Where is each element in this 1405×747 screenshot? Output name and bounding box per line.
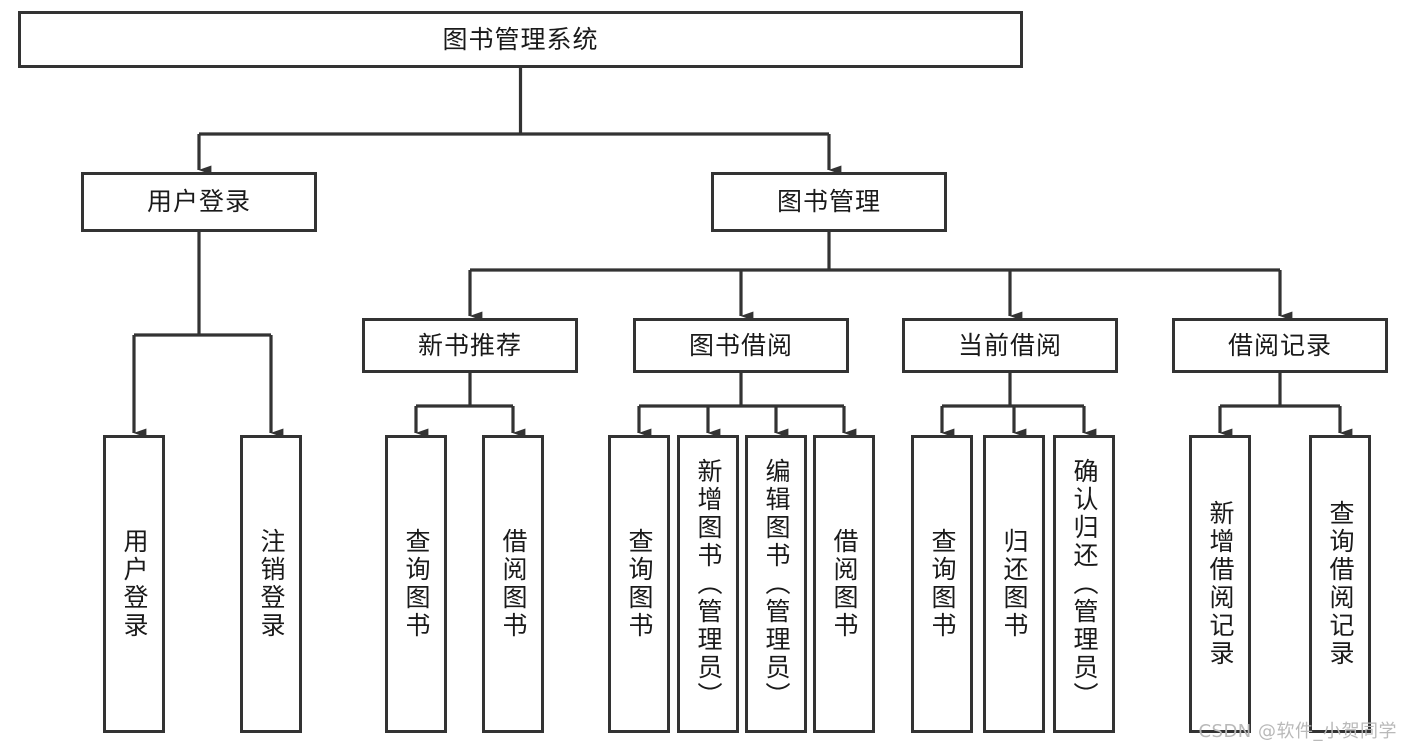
node-leaf-borrow-book-2[interactable]: 借阅图书 xyxy=(813,435,875,733)
node-leaf-logout-login-label: 注销登录 xyxy=(257,528,286,640)
node-leaf-return-book-label: 归还图书 xyxy=(1000,528,1029,640)
node-borrow-record[interactable]: 借阅记录 xyxy=(1172,318,1388,373)
node-book-management-label: 图书管理 xyxy=(776,187,881,216)
node-leaf-add-book[interactable]: 新增图书（管理员） xyxy=(677,435,739,733)
node-book-borrow[interactable]: 图书借阅 xyxy=(633,318,849,373)
node-leaf-user-login[interactable]: 用户登录 xyxy=(103,435,165,733)
node-book-management[interactable]: 图书管理 xyxy=(711,172,947,232)
node-leaf-query-book-1[interactable]: 查询图书 xyxy=(385,435,447,733)
node-root-label: 图书管理系统 xyxy=(442,24,599,54)
node-leaf-add-borrow-record[interactable]: 新增借阅记录 xyxy=(1189,435,1251,733)
node-leaf-edit-book-label: 编辑图书（管理员） xyxy=(762,458,791,710)
node-leaf-edit-book[interactable]: 编辑图书（管理员） xyxy=(745,435,807,733)
node-book-borrow-label: 图书借阅 xyxy=(688,330,793,360)
node-leaf-borrow-book-1[interactable]: 借阅图书 xyxy=(482,435,544,733)
node-leaf-confirm-return[interactable]: 确认归还（管理员） xyxy=(1053,435,1115,733)
node-leaf-query-book-1-label: 查询图书 xyxy=(402,528,431,640)
node-leaf-logout-login[interactable]: 注销登录 xyxy=(240,435,302,733)
node-user-login[interactable]: 用户登录 xyxy=(81,172,317,232)
node-leaf-return-book[interactable]: 归还图书 xyxy=(983,435,1045,733)
node-root[interactable]: 图书管理系统 xyxy=(18,11,1023,68)
node-leaf-borrow-book-2-label: 借阅图书 xyxy=(830,528,859,640)
node-borrow-record-label: 借阅记录 xyxy=(1227,330,1332,360)
node-leaf-add-borrow-record-label: 新增借阅记录 xyxy=(1206,500,1235,668)
node-user-login-label: 用户登录 xyxy=(146,187,251,216)
node-current-borrow-label: 当前借阅 xyxy=(957,330,1062,360)
node-current-borrow[interactable]: 当前借阅 xyxy=(902,318,1118,373)
node-leaf-query-borrow-record-label: 查询借阅记录 xyxy=(1326,500,1355,668)
node-leaf-confirm-return-label: 确认归还（管理员） xyxy=(1070,458,1099,710)
node-leaf-query-book-2[interactable]: 查询图书 xyxy=(608,435,670,733)
node-new-book-recommend-label: 新书推荐 xyxy=(417,330,522,360)
node-leaf-query-borrow-record[interactable]: 查询借阅记录 xyxy=(1309,435,1371,733)
node-leaf-query-book-3[interactable]: 查询图书 xyxy=(911,435,973,733)
node-leaf-query-book-2-label: 查询图书 xyxy=(625,528,654,640)
node-leaf-query-book-3-label: 查询图书 xyxy=(928,528,957,640)
watermark: CSDN @软件_小贺同学 xyxy=(1198,721,1397,742)
node-leaf-add-book-label: 新增图书（管理员） xyxy=(694,458,723,710)
node-leaf-borrow-book-1-label: 借阅图书 xyxy=(499,528,528,640)
node-new-book-recommend[interactable]: 新书推荐 xyxy=(362,318,578,373)
node-leaf-user-login-label: 用户登录 xyxy=(120,528,149,640)
